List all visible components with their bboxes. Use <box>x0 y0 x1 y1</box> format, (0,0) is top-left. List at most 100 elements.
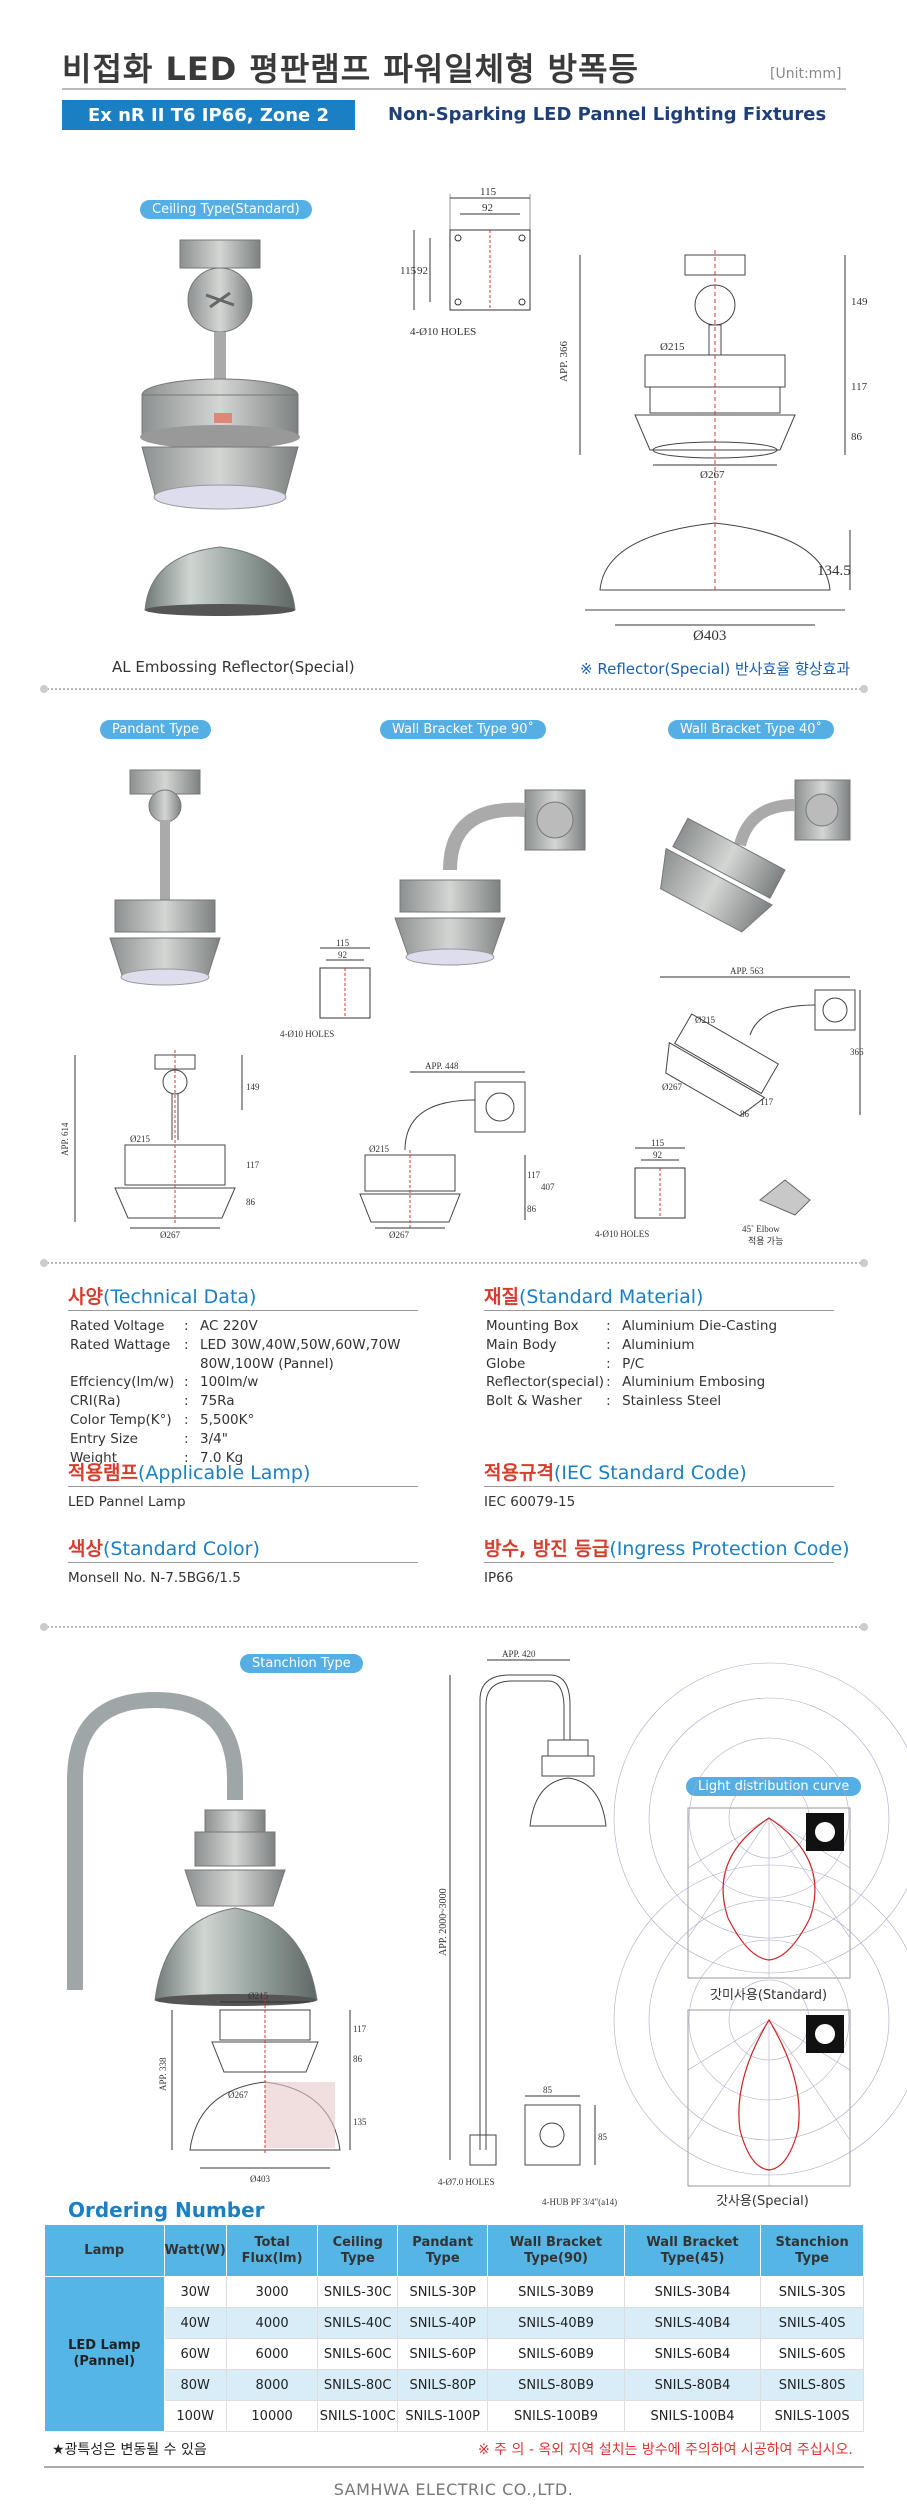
material-row: Globe:P/C <box>486 1356 777 1373</box>
dim-366: 366 <box>850 1047 864 1057</box>
technical-colon: : <box>184 1336 189 1353</box>
table-cell: SNILS-80S <box>760 2369 864 2401</box>
technical-colon: : <box>184 1374 189 1391</box>
technical-value: 3/4" <box>200 1430 228 1447</box>
elbow-note: 적용 가능 <box>748 1235 783 1246</box>
lamp-cell: LED Lamp (Pannel) <box>44 2276 165 2432</box>
technical-colon: : <box>184 1393 189 1410</box>
material-value: P/C <box>622 1355 645 1372</box>
material-value: Aluminium Die-Casting <box>622 1318 778 1334</box>
dim-holes-wall40: 4-Ø10 HOLES <box>595 1229 649 1239</box>
technical-value: 5,500K° <box>200 1411 255 1428</box>
wall-90-pill: Wall Bracket Type 90˚ <box>380 720 547 739</box>
ordering-header: Watt(W) <box>163 2224 227 2277</box>
unit-label: [Unit:mm] <box>770 66 842 82</box>
dim-117-wall40: 117 <box>760 1097 774 1107</box>
section-divider-1 <box>40 685 868 693</box>
title-rule <box>62 88 846 90</box>
lamp-rule <box>68 1486 418 1487</box>
pandant-type-pill: Pandant Type <box>100 720 212 739</box>
technical-key: Rated Voltage <box>70 1318 165 1334</box>
material-key: Reflector(special) <box>486 1374 605 1391</box>
dim-d267-wall40: Ø267 <box>662 1082 682 1092</box>
table-cell: 8000 <box>225 2369 319 2401</box>
material-row: Mounting Box:Aluminium Die-Casting <box>486 1318 777 1335</box>
ordering-header: Ceiling Type <box>317 2224 399 2277</box>
dim-d267: Ø267 <box>700 469 725 481</box>
dim-holes-pole: 4-Ø7.0 HOLES <box>438 2177 495 2187</box>
technical-row: Color Temp(K°):5,500K° <box>70 1412 401 1429</box>
dim-85-top: 85 <box>543 2085 553 2095</box>
material-row: Bolt & Washer:Stainless Steel <box>486 1393 777 1410</box>
technical-key <box>70 1356 182 1373</box>
dim-115-wall40: 115 <box>651 1138 665 1148</box>
technical-colon <box>184 1356 198 1373</box>
technical-key: CRI(Ra) <box>70 1393 121 1410</box>
elbow-label: 45˚ Elbow <box>742 1224 780 1234</box>
dim-117-stanchion: 117 <box>353 2024 367 2034</box>
dim-117: 117 <box>851 381 868 393</box>
dim-d215-stanchion: Ø215 <box>248 1991 268 2001</box>
technical-row: Weight:7.0 Kg <box>70 1450 401 1467</box>
technical-colon: : <box>184 1318 189 1334</box>
dim-86: 86 <box>851 431 863 443</box>
dim-d403-stanchion: Ø403 <box>250 2174 270 2184</box>
pole-dimension-drawing: APP. 420 APP. 2000~3000 85 85 4-Ø7.0 HOL… <box>438 1649 617 2207</box>
material-value: Aluminium <box>622 1336 695 1353</box>
section-divider-3 <box>40 1623 868 1631</box>
dim-app366: APP. 366 <box>558 341 570 382</box>
mounting-plate-drawing: 115 92 115 92 4-Ø10 HOLES <box>400 186 531 338</box>
dim-d267-pandant: Ø267 <box>160 1230 180 1240</box>
iec-rule <box>484 1486 834 1487</box>
ordering-header: Lamp <box>44 2224 165 2277</box>
technical-value: 7.0 Kg <box>200 1449 244 1466</box>
color-value: Monsell No. N-7.5BG6/1.5 <box>68 1570 241 1586</box>
material-rule <box>484 1310 834 1311</box>
technical-row: CRI(Ra):75Ra <box>70 1393 401 1410</box>
table-cell: SNILS-100C <box>317 2400 399 2432</box>
technical-key: Color Temp(K°) <box>70 1411 172 1428</box>
table-cell: 40W <box>163 2307 227 2339</box>
table-cell: SNILS-100B9 <box>487 2400 625 2432</box>
table-cell: 80W <box>163 2369 227 2401</box>
dim-app614: APP. 614 <box>60 1122 70 1156</box>
footnote-left: ★광특성은 변동될 수 있음 <box>52 2442 207 2458</box>
reflector-caption: AL Embossing Reflector(Special) <box>112 658 355 676</box>
dim-holes-small: 4-Ø10 HOLES <box>280 1029 334 1039</box>
light-curve-special <box>613 1864 907 2187</box>
dim-app448: APP. 448 <box>425 1061 459 1071</box>
lamp-heading: 적용램프(Applicable Lamp) <box>68 1462 311 1484</box>
technical-key: Weight <box>70 1449 118 1466</box>
ordering-header: Wall Bracket Type(45) <box>623 2224 762 2277</box>
dim-135-stanchion: 135 <box>353 2117 367 2127</box>
wall-40-fixture-photo <box>660 779 851 933</box>
dim-92: 92 <box>482 202 493 214</box>
dim-92-wall40: 92 <box>653 1150 662 1160</box>
company-name: SAMHWA ELECTRIC CO.,LTD. <box>333 2480 574 2499</box>
technical-key: Entry Size <box>70 1430 138 1447</box>
dim-app338: APP. 338 <box>158 2057 168 2091</box>
ordering-header: Stanchion Type <box>760 2224 864 2277</box>
dim-app3000: APP. 2000~3000 <box>438 1888 449 1956</box>
technical-row: Rated Wattage:LED 30W,40W,50W,60W,70W <box>70 1337 401 1354</box>
stanchion-fixture-photo <box>67 1691 318 2006</box>
wall-40-pill: Wall Bracket Type 40˚ <box>668 720 835 739</box>
table-cell: SNILS-30C <box>317 2276 399 2308</box>
table-cell: SNILS-60P <box>397 2338 489 2370</box>
table-cell: SNILS-60S <box>760 2338 864 2370</box>
technical-value: LED 30W,40W,50W,60W,70W <box>200 1336 401 1353</box>
dim-92-small: 92 <box>338 950 347 960</box>
dim-86-stanchion: 86 <box>353 2054 363 2064</box>
table-cell: SNILS-40B4 <box>623 2307 762 2339</box>
ceiling-fixture-photo <box>140 239 300 616</box>
elbow-drawing: 45˚ Elbow 적용 가능 <box>742 1179 811 1246</box>
table-cell: SNILS-80B9 <box>487 2369 625 2401</box>
table-cell: 6000 <box>225 2338 319 2370</box>
table-cell: 3000 <box>225 2276 319 2308</box>
table-cell: SNILS-100B4 <box>623 2400 762 2432</box>
dim-hub: 4-HUB PF 3/4"(a14) <box>542 2197 617 2207</box>
material-row: Main Body:Aluminium <box>486 1337 777 1354</box>
table-cell: SNILS-30S <box>760 2276 864 2308</box>
